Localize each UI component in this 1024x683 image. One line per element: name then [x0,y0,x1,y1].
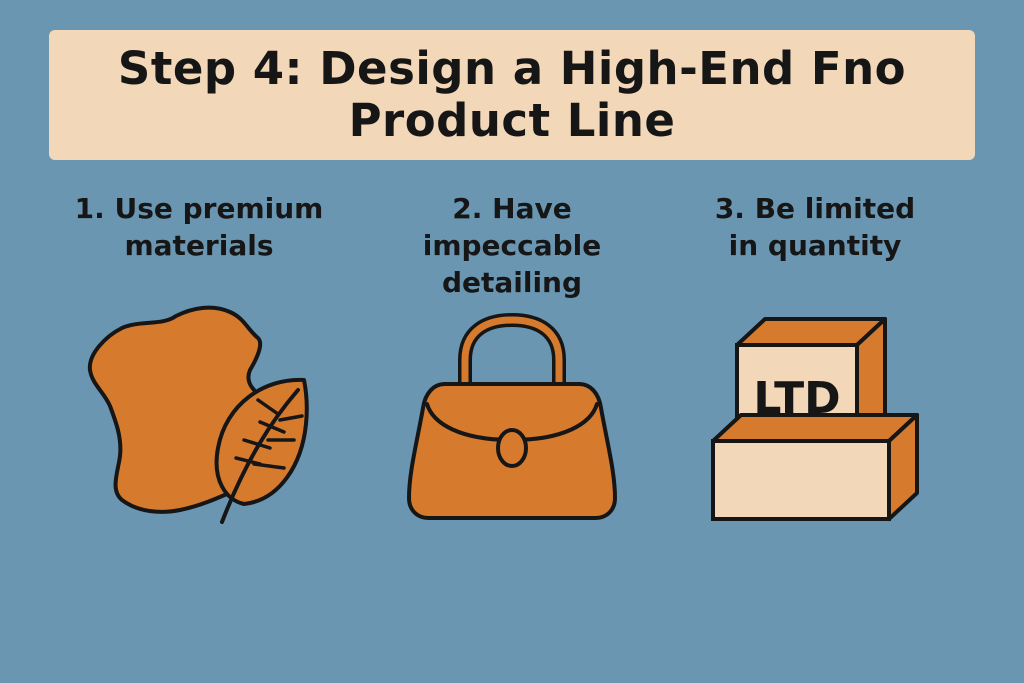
step-3-label: 3. Be limited in quantity [665,190,965,264]
step-2-label: 2. Have impeccable detailing [362,190,662,301]
step-2-label-line-1: 2. Have [452,192,572,225]
step-2-label-line-2: impeccable [422,229,602,262]
title-line-1: Step 4: Design a High-End Fno [117,42,907,95]
step-2-label-line-3: detailing [441,266,583,299]
step-3-label-line-1: 3. Be limited [714,192,916,225]
leather-leaf-icon [87,305,309,524]
title-banner: Step 4: Design a High-End Fno Product Li… [49,30,975,160]
step-1-label-line-2: materials [124,229,274,262]
handbag-icon [407,312,617,520]
limited-box-icon: LTD [711,317,919,521]
step-3-label-line-2: in quantity [728,229,902,262]
step-1-label-line-1: 1. Use premium [74,192,324,225]
step-1-label: 1. Use premium materials [49,190,349,264]
title-line-2: Product Line [348,94,676,147]
